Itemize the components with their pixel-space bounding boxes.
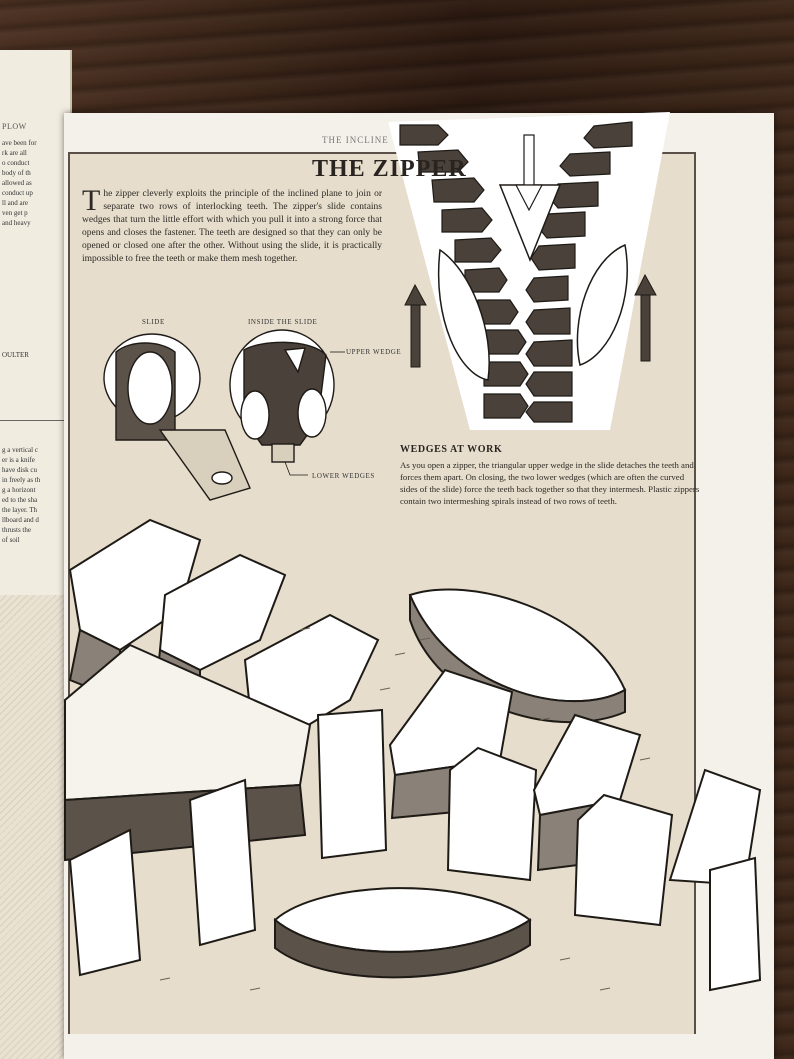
up-arrow-right-icon [635,275,656,361]
label-inside-slide: INSIDE THE SLIDE [248,318,317,326]
inside-slide-diagram [230,330,345,475]
label-lower-wedges: LOWER WEDGES [312,472,375,480]
running-head: THE INCLINE [322,135,389,145]
up-arrow-left-icon [405,285,426,367]
label-slide: SLIDE [142,318,165,326]
giant-zipper-scene [65,520,760,990]
drop-cap: T [82,188,100,214]
slide-diagram [104,334,250,500]
intro-text: he zipper cleverly exploits the principl… [82,189,382,264]
page-title: THE ZIPPER [312,156,467,183]
wedges-paragraph: As you open a zipper, the triangular upp… [400,459,700,507]
wedges-heading: WEDGES AT WORK [400,444,502,455]
label-upper-wedge: UPPER WEDGE [346,348,401,356]
